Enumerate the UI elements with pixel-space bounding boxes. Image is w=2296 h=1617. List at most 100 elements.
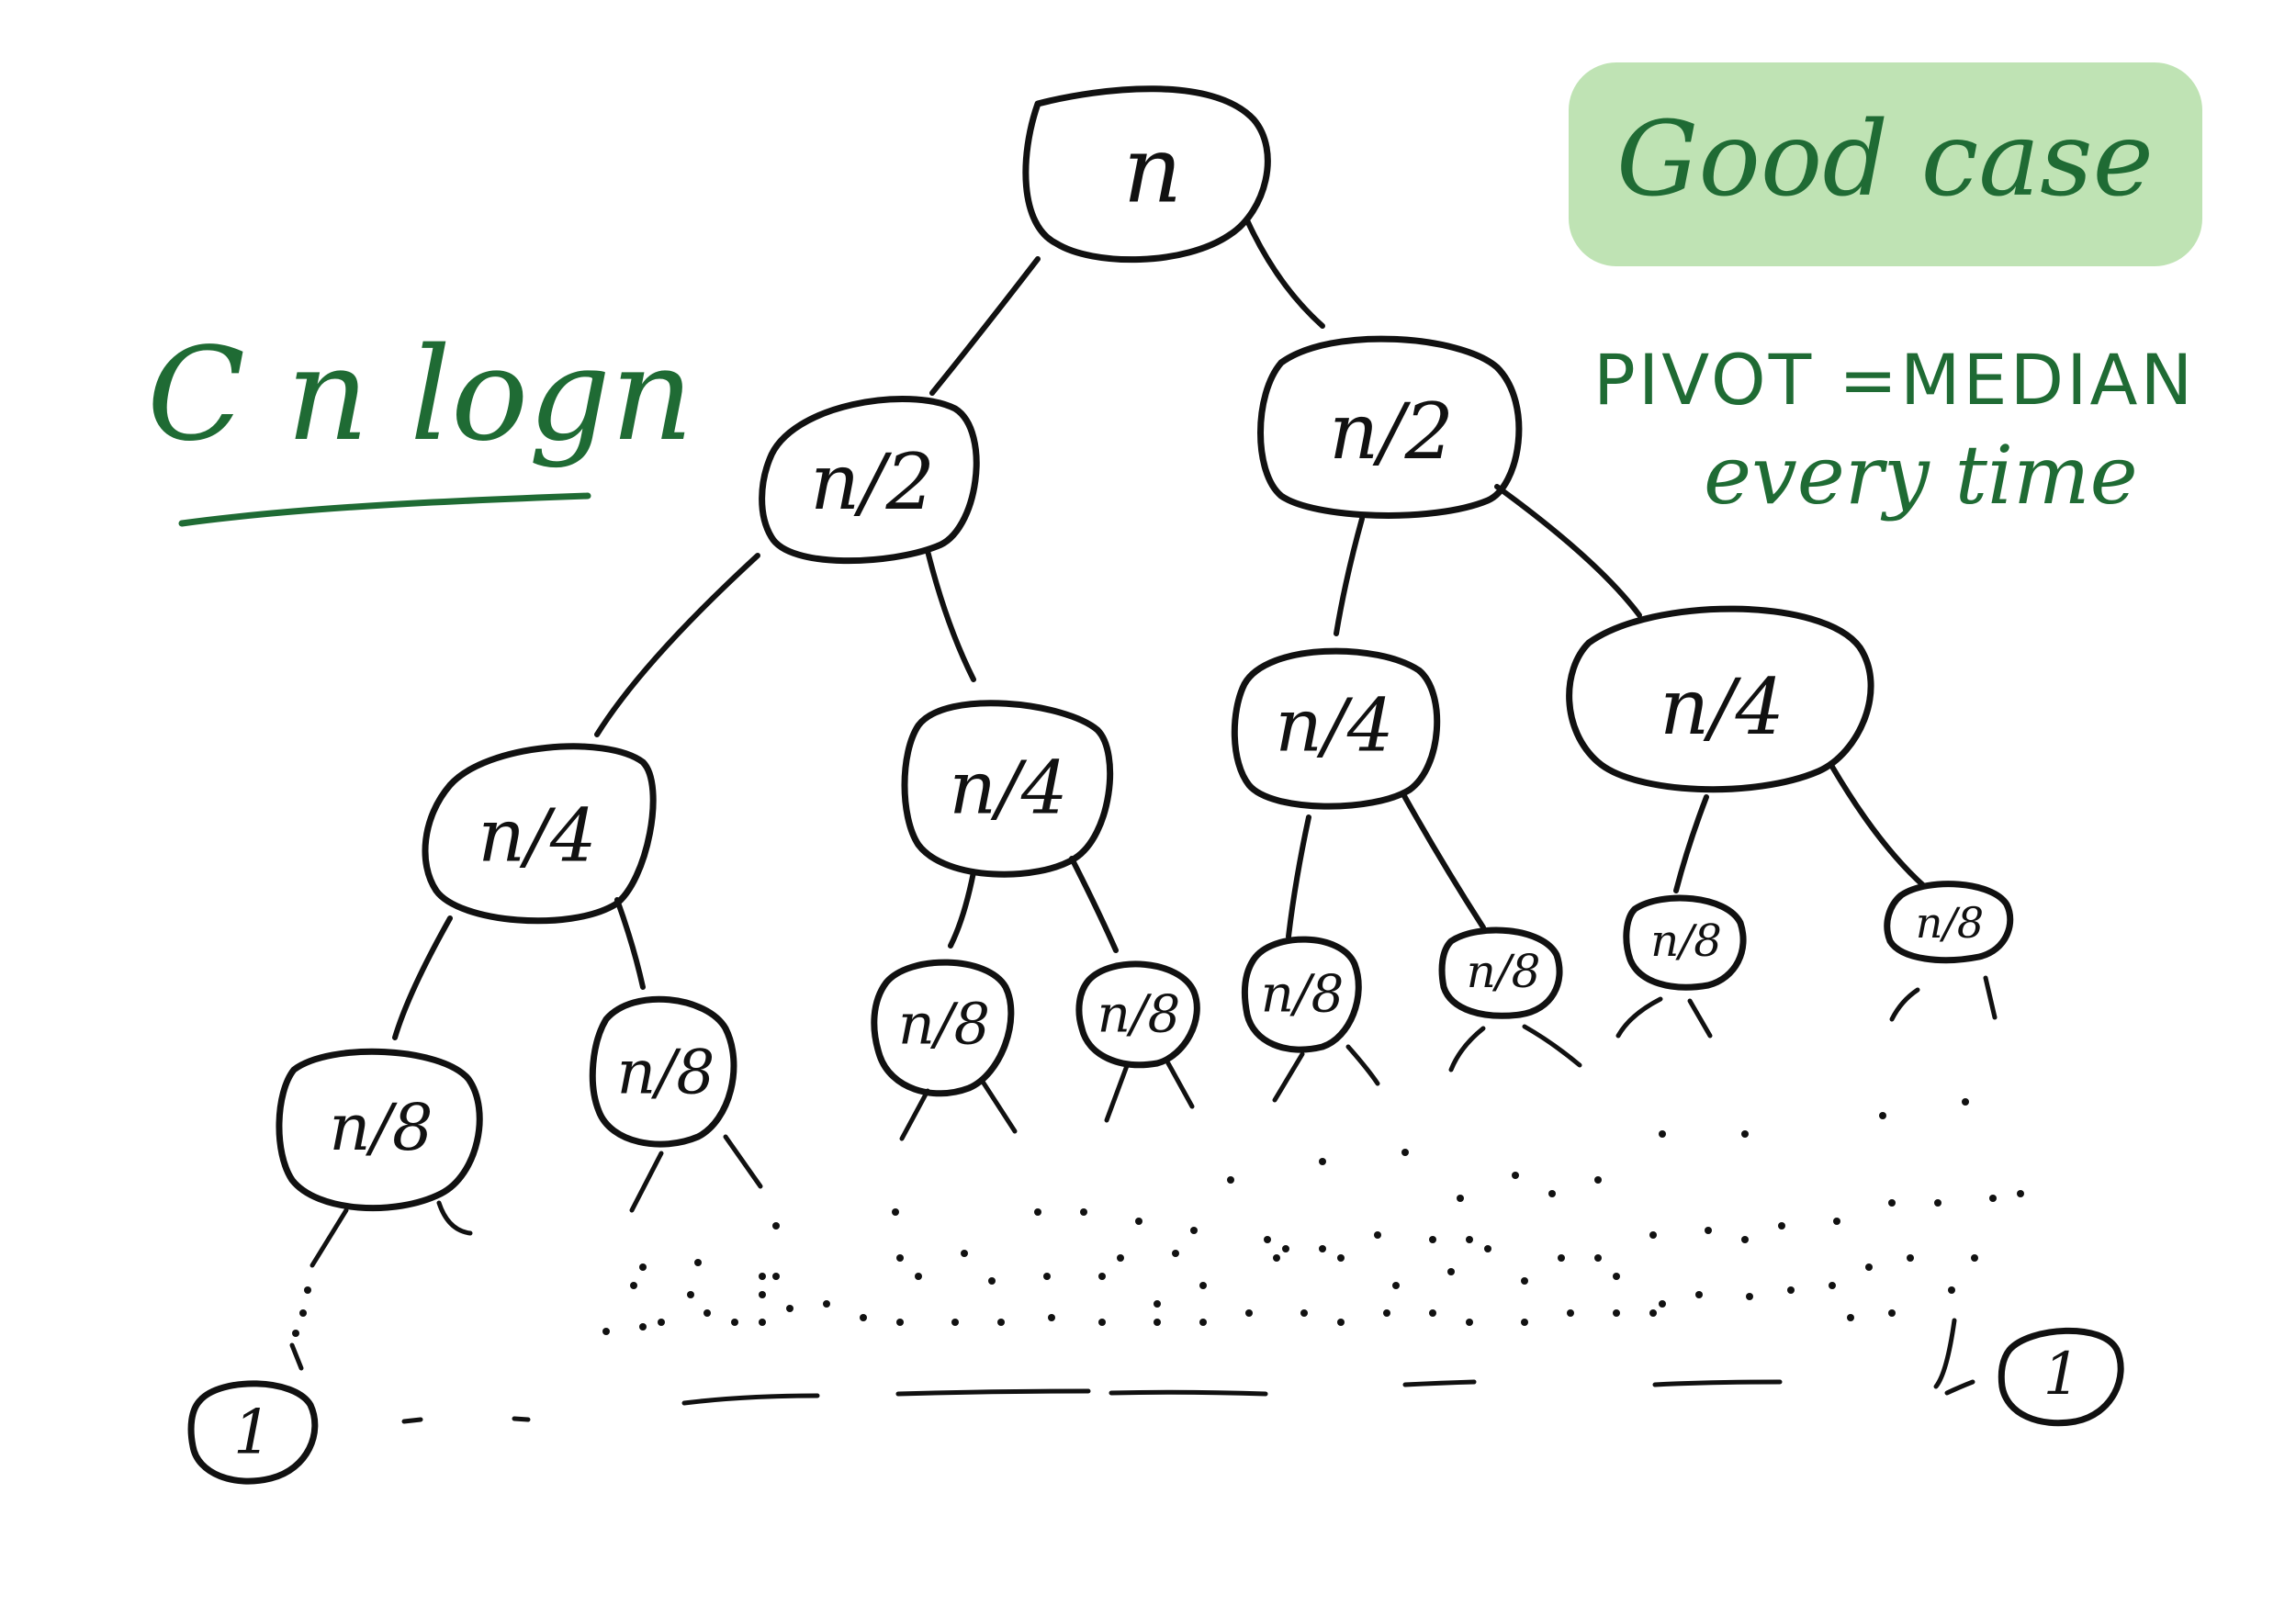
edge-l2d-l3h xyxy=(1829,764,1927,889)
stub xyxy=(1983,975,1998,1020)
tree-node-level1-left: n/2 xyxy=(759,396,980,565)
continuation-dot xyxy=(1934,1199,1941,1207)
continuation-dot xyxy=(2017,1190,2024,1197)
tree-edges xyxy=(392,218,1927,1040)
continuation-dot xyxy=(1865,1263,1873,1271)
edge-l1b-l2d xyxy=(1494,484,1642,618)
continuation-dot xyxy=(915,1273,922,1280)
continuation-dot xyxy=(1337,1254,1345,1262)
continuation-dot xyxy=(1098,1273,1106,1280)
continuation-dot xyxy=(1383,1309,1390,1317)
node-outline xyxy=(759,396,980,565)
continuation-dot xyxy=(1034,1208,1041,1216)
continuation-dot xyxy=(1098,1319,1106,1326)
continuation-dot xyxy=(1746,1293,1753,1300)
stub xyxy=(1687,998,1713,1039)
stub xyxy=(629,1151,664,1213)
continuation-dot xyxy=(759,1273,766,1280)
node-label: n/8 xyxy=(1650,915,1722,967)
good-case-label: Good case xyxy=(1616,100,2154,219)
stub xyxy=(1104,1061,1131,1123)
node-outline xyxy=(276,1048,483,1212)
node-outline xyxy=(1241,936,1362,1053)
node-outline xyxy=(1231,647,1441,810)
stub xyxy=(1889,987,1920,1022)
baseline-dash xyxy=(1109,1389,1268,1397)
edge-l2d-l3g xyxy=(1673,794,1709,893)
baseline-dash xyxy=(1652,1379,1783,1387)
continuation-dot xyxy=(1154,1300,1161,1308)
continuation-dot xyxy=(1521,1277,1528,1285)
continuation-dot xyxy=(299,1309,307,1317)
tree-node-level2-c: n/4 xyxy=(1231,647,1441,810)
continuation-dot xyxy=(1649,1309,1657,1317)
continuation-dot xyxy=(1705,1227,1712,1234)
continuation-dot xyxy=(1659,1130,1666,1138)
continuation-dot xyxy=(1154,1319,1161,1326)
node-outline xyxy=(1075,960,1200,1069)
every-time-label: every time xyxy=(1704,428,2138,522)
baseline-dash xyxy=(401,1417,423,1424)
continuation-dot xyxy=(1135,1218,1142,1225)
complexity-underline xyxy=(178,492,591,527)
continuation-dot xyxy=(1245,1309,1253,1317)
continuation-dot xyxy=(1080,1208,1087,1216)
continuation-dot xyxy=(1466,1319,1473,1326)
continuation-dot xyxy=(1199,1319,1207,1326)
continuation-dot xyxy=(961,1250,968,1257)
node-outline xyxy=(1884,881,2014,964)
continuation-dot xyxy=(896,1319,904,1326)
complexity-label: C n logn xyxy=(147,320,693,470)
node-label: n/8 xyxy=(1916,898,1984,948)
continuation-dot xyxy=(1741,1236,1749,1243)
continuation-dot xyxy=(1199,1282,1207,1289)
leaf-outline xyxy=(1998,1327,2124,1427)
continuation-dot xyxy=(1401,1149,1409,1156)
complexity-annotation: C n logn xyxy=(147,320,693,527)
edge-l2a-l3a xyxy=(392,915,453,1040)
tree-node-level3-b: n/8 xyxy=(589,995,737,1148)
stub xyxy=(436,1200,473,1236)
continuation-dot xyxy=(1337,1319,1345,1326)
continuation-dot xyxy=(1319,1158,1326,1165)
continuation-dot xyxy=(1741,1130,1749,1138)
baseline-dash xyxy=(895,1388,1091,1397)
continuation-dot xyxy=(1429,1236,1436,1243)
continuation-dot xyxy=(1466,1236,1473,1243)
continuation-dot xyxy=(1907,1254,1914,1262)
continuation-dot xyxy=(896,1254,904,1262)
continuation-dot xyxy=(1787,1286,1795,1294)
continuation-dot xyxy=(1659,1300,1666,1308)
continuation-dot xyxy=(951,1319,959,1326)
continuation-dot xyxy=(1594,1176,1602,1184)
node-outline xyxy=(589,995,737,1148)
pivot-median-label: PIVOT =MEDIAN xyxy=(1593,339,2195,421)
stub xyxy=(310,1207,349,1268)
baseline-dash xyxy=(681,1393,820,1406)
continuation-dot xyxy=(639,1263,647,1271)
baseline-dash xyxy=(1944,1379,1975,1396)
continuation-dot xyxy=(731,1319,738,1326)
stub xyxy=(1448,1026,1486,1072)
continuation-dot xyxy=(860,1314,867,1321)
stub xyxy=(1345,1044,1380,1086)
continuation-dot xyxy=(1264,1236,1271,1243)
pivot-note: PIVOT =MEDIAN every time xyxy=(1593,339,2195,522)
edge-l1a-l2a xyxy=(594,553,760,737)
tree-node-level2-a: n/4 xyxy=(422,743,657,925)
tree-node-level3-h: n/8 xyxy=(1884,881,2014,964)
continuation-dot xyxy=(1319,1245,1326,1252)
stub xyxy=(723,1134,763,1189)
node-outline xyxy=(422,743,657,925)
node-label: n/4 xyxy=(1660,662,1784,752)
edge-l2b-l3c xyxy=(948,870,976,949)
good-case-badge-background xyxy=(1569,62,2202,266)
baseline-dash xyxy=(512,1416,531,1422)
continuation-dot xyxy=(1833,1218,1840,1225)
tree-node-level3-e: n/8 xyxy=(1241,936,1362,1053)
continuation-dot xyxy=(1649,1231,1657,1239)
continuation-dot xyxy=(1558,1254,1565,1262)
node-label: n/4 xyxy=(949,746,1067,831)
tree-node-level3-c: n/8 xyxy=(871,959,1015,1097)
node-outline xyxy=(1566,605,1874,793)
